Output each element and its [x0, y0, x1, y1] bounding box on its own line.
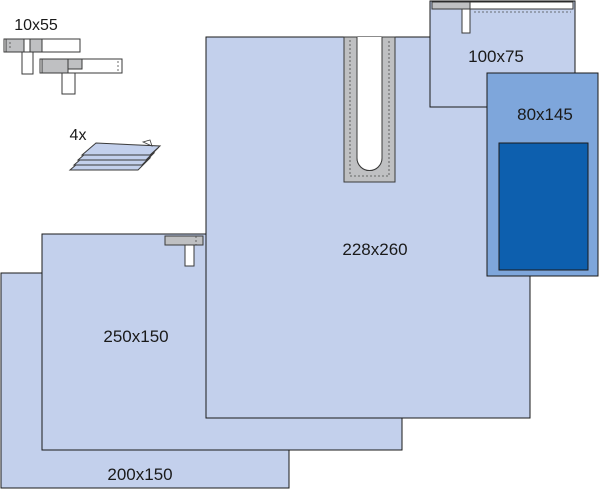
drape-label-100x75: 100x75: [468, 47, 524, 66]
adhesive-tab: [164, 235, 204, 267]
adhesive-tape: [39, 58, 123, 95]
drape-label-80x145: 80x145: [517, 105, 573, 124]
drape-label-200x150: 200x150: [107, 465, 172, 484]
drape-pocket: [498, 142, 589, 271]
adhesive-strip: [431, 1, 574, 34]
u-split-cutout: [343, 36, 396, 183]
drape-sheet-80x145: 80x145: [486, 72, 599, 277]
drape-label-228x260: 228x260: [342, 240, 407, 259]
towels-label: 4x: [70, 127, 87, 144]
tapes-label: 10x55: [14, 17, 58, 34]
towel-icon: [68, 139, 162, 171]
drape-label-250x150: 250x150: [103, 327, 168, 346]
adhesive-tapes-10x55: 10x55: [3, 17, 123, 95]
towel-stack: 4x: [68, 127, 162, 171]
adhesive-tape: [3, 38, 81, 75]
